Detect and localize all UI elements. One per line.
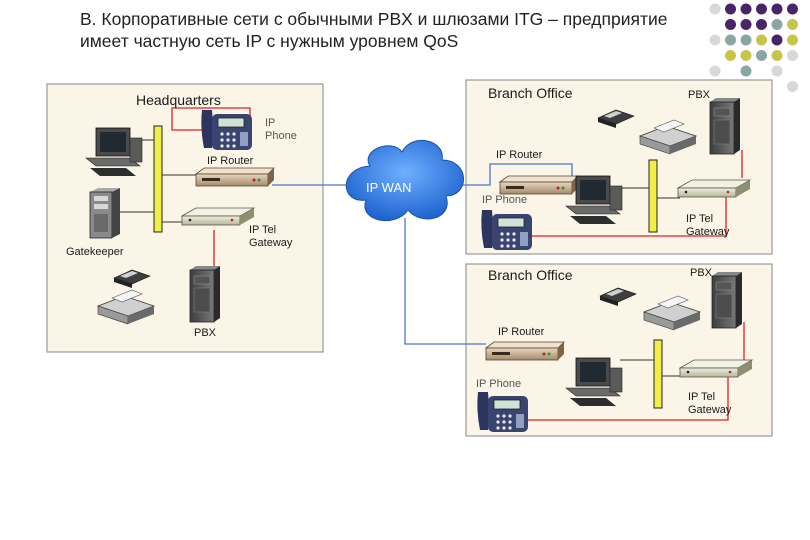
decorative-dot	[725, 34, 736, 46]
branch1-title: Branch Office	[488, 85, 573, 101]
decorative-dot	[771, 50, 783, 61]
branch1-pbx-icon	[709, 97, 741, 155]
branch1-ip-router-label: IP Router	[496, 149, 543, 161]
decorative-dot	[740, 3, 752, 15]
branch1-ip-phone-icon	[480, 209, 533, 251]
branch1-pbx-label: PBX	[688, 89, 711, 101]
branch2-lan-bus	[653, 339, 663, 409]
hq-ip-phone-icon	[200, 109, 253, 151]
branch1-ip-tel-gateway-icon	[677, 179, 751, 198]
decorative-dot	[787, 19, 798, 30]
hq-phone-red-link	[171, 107, 251, 131]
branch2-title: Branch Office	[488, 267, 573, 283]
decorative-dot	[740, 19, 752, 30]
decorative-dot	[771, 65, 783, 77]
branch1-ip-router-icon	[499, 175, 579, 195]
decorative-dot	[787, 50, 798, 61]
decorative-dot	[787, 34, 798, 46]
decorative-dot	[725, 50, 736, 61]
decorative-dot	[787, 3, 798, 15]
decorative-dot	[771, 34, 783, 46]
decorative-dot	[771, 19, 783, 30]
branch1-lan-bus	[648, 159, 658, 233]
decorative-dot	[756, 3, 767, 15]
decorative-dot	[709, 34, 721, 46]
title-line-2: имеет частную сеть IP с нужным уровнем Q…	[80, 31, 459, 51]
branch2-pbx-label: PBX	[690, 267, 713, 279]
wan-to-branch2-router-link	[404, 218, 486, 345]
decorative-dot	[709, 3, 721, 15]
headquarters-title: Headquarters	[136, 92, 221, 108]
decorative-dot	[725, 19, 736, 30]
decorative-dot	[709, 65, 721, 77]
wan-to-branch1-router-link	[448, 163, 573, 186]
decorative-dot	[756, 19, 767, 30]
hq-ip-router-label: IP Router	[207, 155, 254, 167]
decorative-dot	[725, 3, 736, 15]
decorative-dot	[740, 65, 752, 77]
hq-gatekeeper-label: Gatekeeper	[66, 246, 124, 258]
blue-links	[272, 163, 573, 345]
slide-title: В. Корпоративные сети с обычными PBX и ш…	[80, 8, 780, 52]
branch2-ip-router-icon	[485, 341, 565, 361]
hq-ip-router-icon	[195, 167, 275, 187]
branch1-ip-phone-label: IP Phone	[482, 194, 527, 206]
ip-wan-cloud: IP WAN	[345, 140, 464, 222]
branch2-ip-phone-icon	[476, 391, 529, 433]
decorative-dot	[740, 34, 752, 46]
branch2-ip-router-label: IP Router	[498, 326, 545, 338]
lan-buses	[153, 125, 663, 409]
ip-wan-label: IP WAN	[366, 180, 412, 195]
decorative-dot	[740, 50, 752, 61]
hq-pbx-label: PBX	[194, 327, 217, 339]
title-line-1: В. Корпоративные сети с обычными PBX и ш…	[80, 9, 668, 29]
branch1-gateway-red-link	[530, 196, 727, 237]
hq-bus-stubs	[120, 139, 682, 377]
branch2-pbx-icon	[711, 271, 743, 329]
decorative-dot	[756, 50, 767, 61]
branch2-ip-tel-gateway-icon	[679, 359, 753, 378]
branch2-ip-phone-label: IP Phone	[476, 378, 521, 390]
branch2-gateway-red-link	[528, 377, 729, 421]
decorative-dot	[787, 81, 798, 92]
hq-ip-tel-gateway-icon	[181, 207, 255, 226]
hq-gatekeeper-icon	[89, 187, 121, 239]
hq-lan-bus	[153, 125, 163, 233]
hq-pbx-icon	[189, 265, 221, 323]
decorative-dot	[756, 34, 767, 46]
red-links	[171, 107, 745, 421]
decorative-dot	[771, 3, 783, 15]
